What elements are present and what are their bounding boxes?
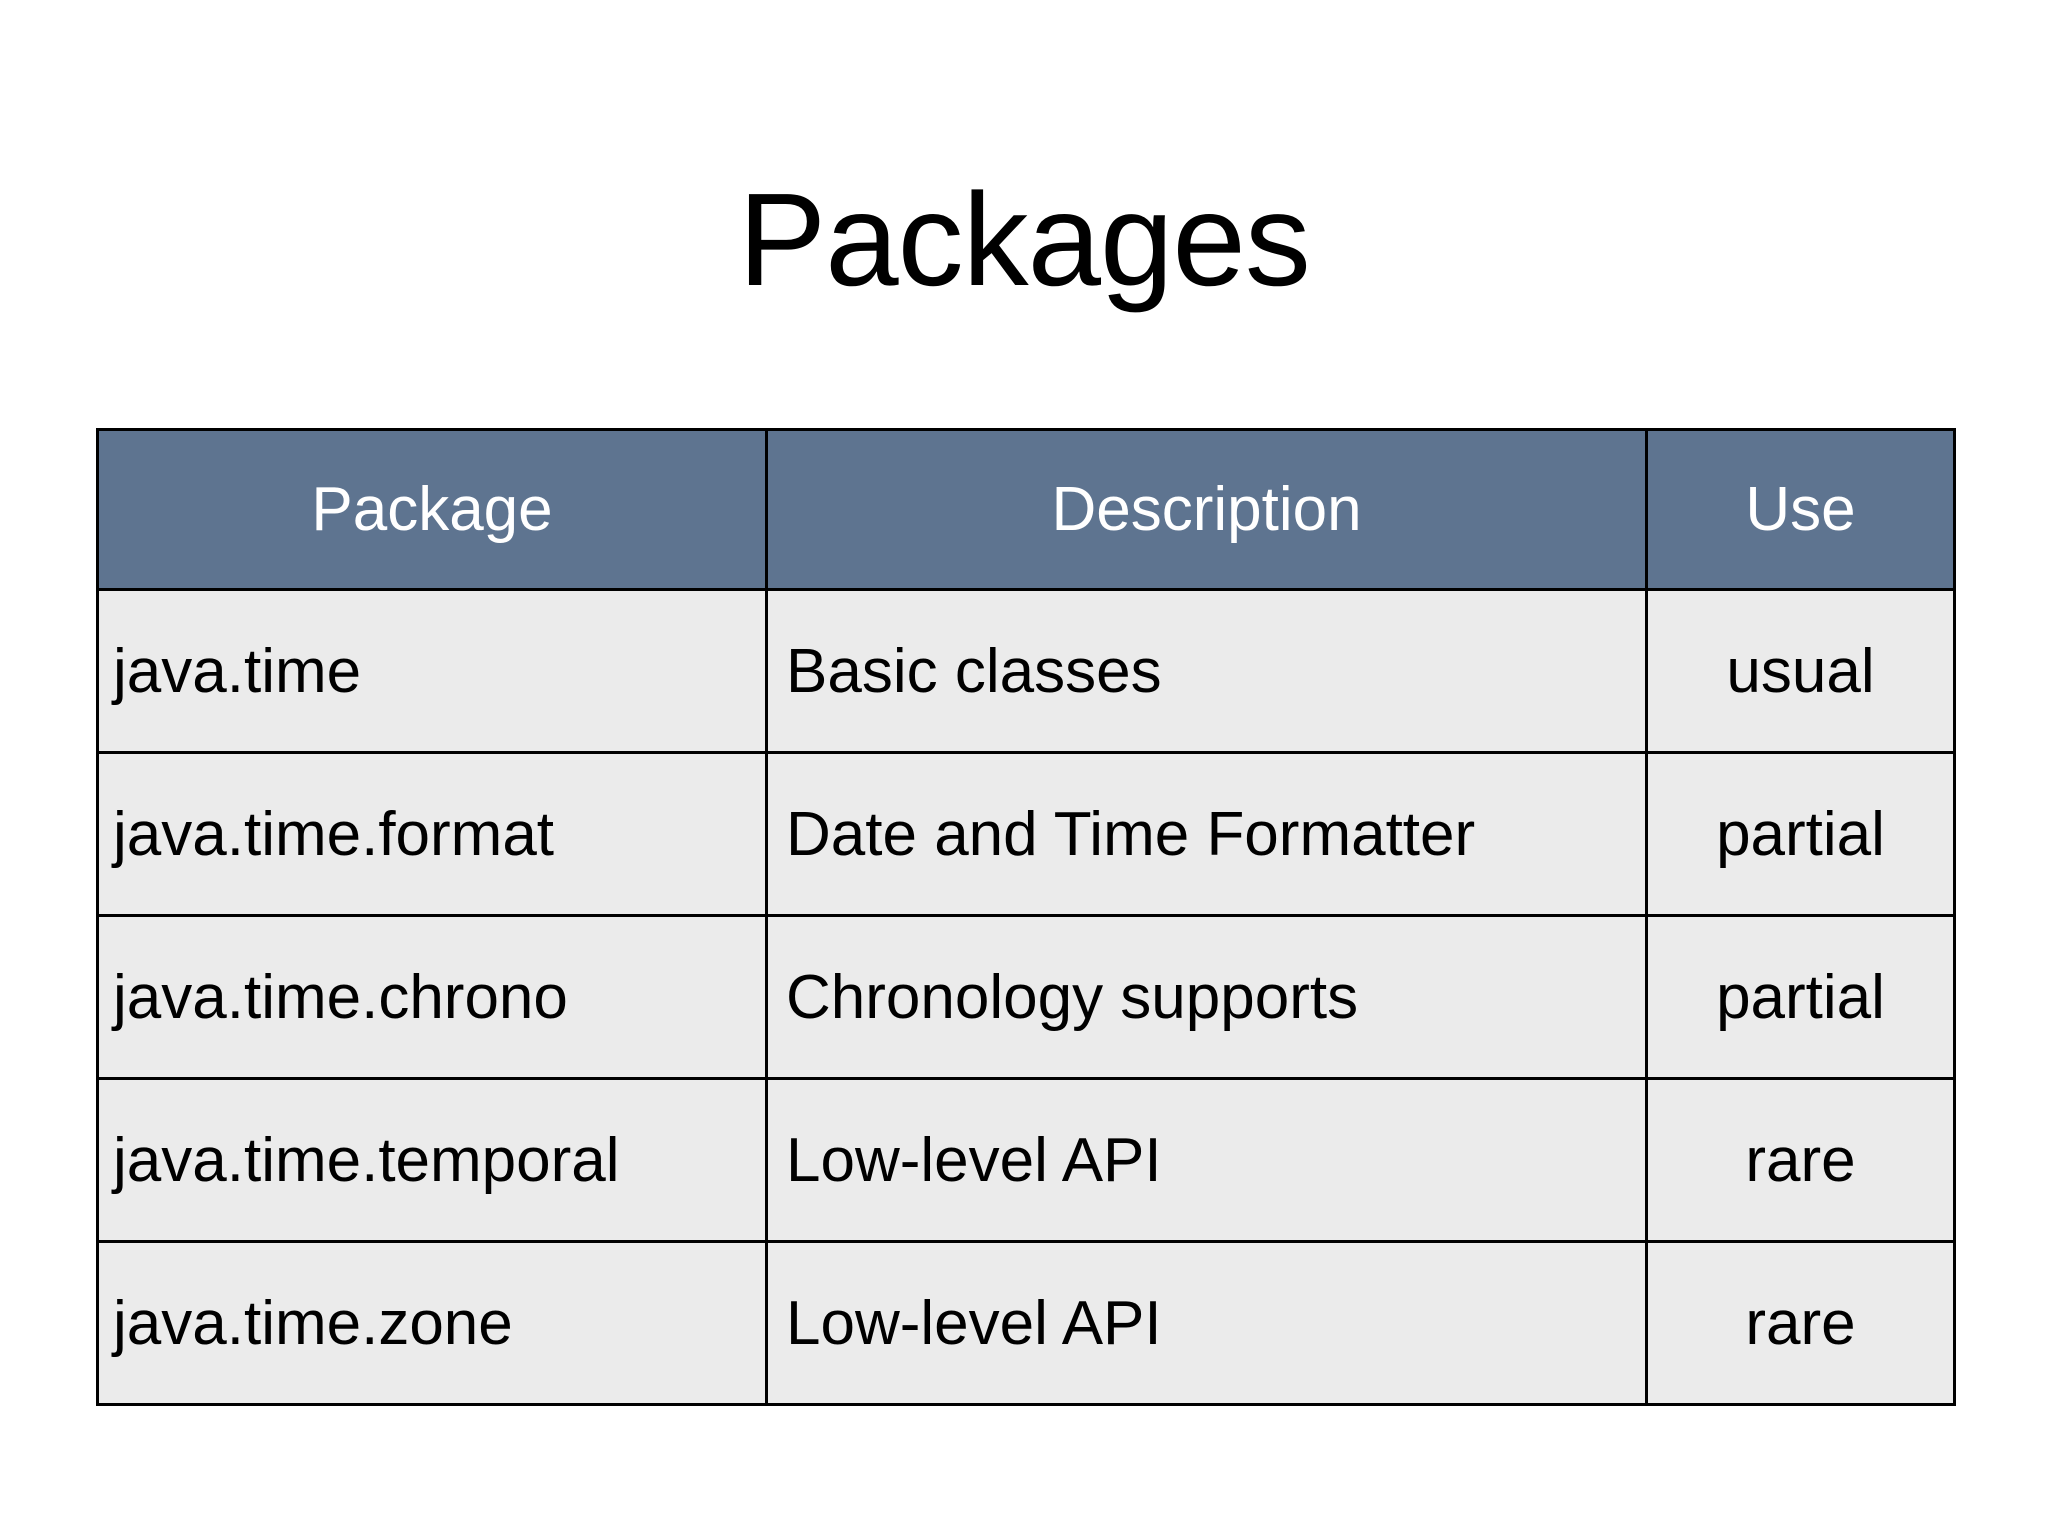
table-header-row: Package Description Use: [96, 428, 1956, 591]
cell-package: java.time.temporal: [96, 1077, 768, 1243]
table-row: java.time.temporal Low-level API rare: [96, 1077, 1956, 1243]
packages-table: Package Description Use java.time Basic …: [96, 428, 1956, 1406]
cell-use: partial: [1645, 914, 1956, 1080]
cell-package: java.time.format: [96, 751, 768, 917]
table-body: java.time Basic classes usual java.time.…: [96, 588, 1956, 1406]
cell-package: java.time.chrono: [96, 914, 768, 1080]
column-header-package: Package: [96, 428, 768, 591]
table-row: java.time.zone Low-level API rare: [96, 1240, 1956, 1406]
cell-package: java.time.zone: [96, 1240, 768, 1406]
table-row: java.time.chrono Chronology supports par…: [96, 914, 1956, 1080]
table-row: java.time.format Date and Time Formatter…: [96, 751, 1956, 917]
table-header: Package Description Use: [96, 428, 1956, 591]
column-header-use: Use: [1645, 428, 1956, 591]
cell-description: Chronology supports: [765, 914, 1648, 1080]
cell-use: rare: [1645, 1240, 1956, 1406]
cell-package: java.time: [96, 588, 768, 754]
cell-description: Low-level API: [765, 1240, 1648, 1406]
cell-use: usual: [1645, 588, 1956, 754]
cell-description: Basic classes: [765, 588, 1648, 754]
cell-use: partial: [1645, 751, 1956, 917]
cell-description: Date and Time Formatter: [765, 751, 1648, 917]
cell-description: Low-level API: [765, 1077, 1648, 1243]
cell-use: rare: [1645, 1077, 1956, 1243]
column-header-description: Description: [765, 428, 1648, 591]
table-row: java.time Basic classes usual: [96, 588, 1956, 754]
page-title: Packages: [738, 166, 1311, 314]
